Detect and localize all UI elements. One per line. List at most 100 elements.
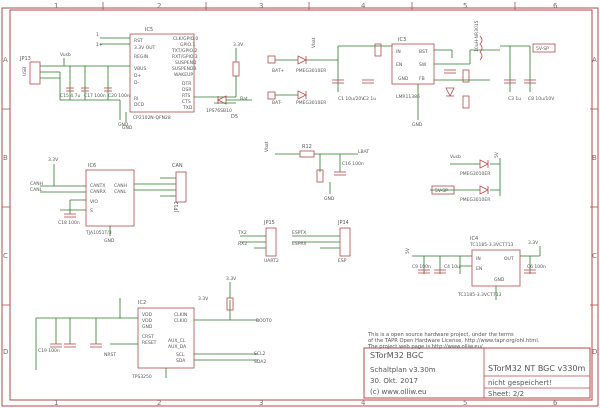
ic5-pin-cts: CTS [182, 99, 191, 105]
ic3-block: IC3 LMR11386 IN EN BST SW FB GND 10uH-NR… [391, 20, 556, 128]
ic5-pin-dcd: DCD [134, 102, 145, 108]
c1-label: C1 10u/20V [338, 96, 365, 102]
v5-net-label: 5V [494, 151, 500, 158]
grid-col-6: 6 [553, 2, 558, 10]
ic5-pin-rst: RST [134, 38, 143, 44]
r8-resistor [374, 43, 382, 57]
gnd-ic6: GND [104, 238, 115, 244]
grid-col-4: 4 [361, 2, 366, 10]
d5-value: 1PS76SB10 [206, 108, 232, 114]
ic5-pin-dtr: DTR [182, 81, 191, 87]
jp15-connector [265, 227, 277, 257]
grid-col-2: 2 [157, 2, 161, 10]
grid-col-2-bottom: 2 [157, 399, 161, 407]
ic2-pin-clkin: CLKIN [174, 312, 187, 318]
bat-minus-pad [267, 91, 276, 100]
ic4-pin-gnd: GND [494, 277, 505, 283]
ic2-pin-scl: SCL [176, 352, 185, 358]
grid-col-6-bottom: 6 [553, 399, 558, 407]
ic2-pin-auxcl: AUX_CL [168, 338, 186, 344]
battery-section: BAT+ BAT- PMEG3010ER PMEG3010ER Vbat C1 … [267, 37, 392, 106]
r12-resistor [299, 150, 315, 158]
ic3-pin-in: IN [396, 49, 401, 55]
ic5-pin-rts: RTS [182, 93, 191, 99]
d4-value: PMEG3010ER [460, 197, 490, 203]
ic3-ref: IC3 [398, 37, 406, 43]
grid-row-c: C [3, 252, 8, 260]
v33-net-label-ic2b: 3.3V [198, 296, 209, 302]
ic4-block: 5V IC4 TC1185-3.3VCT713 TC1185-3.3VCT713… [405, 236, 546, 300]
c17-label: C17 100n [84, 93, 106, 99]
ic3-pin-bst: BST [419, 49, 428, 55]
ic4-value-top: TC1185-3.3VCT713 [469, 242, 514, 248]
esp-net-label: 5V-SP [536, 46, 549, 52]
ic5-ref: IC5 [145, 27, 153, 33]
inner-frame [9, 9, 593, 401]
c8-label: C8 10u/10V [528, 96, 555, 102]
ic2-pin-sda: SDA [176, 358, 186, 364]
c14-label: C18 100n [58, 220, 80, 226]
title-block: This is a open source hardware project, … [363, 332, 591, 399]
license-line-1: This is a open source hardware project, … [367, 332, 514, 338]
c2-label: C2 1u [363, 96, 376, 102]
jp14-label: JP14 [337, 220, 349, 226]
ic4-pin-in: IN [476, 256, 481, 262]
ic6-pin-cantx: CANTX [90, 183, 105, 189]
ic5-pin-ri: RI [134, 96, 138, 102]
ic5-block: IC5 CP2102N-QFN28 RST 3.3V OUT REGIN VBU… [96, 27, 237, 131]
ic5-body [129, 33, 195, 113]
ic4-pin-en: EN [476, 266, 482, 272]
d1-value: PMEG3010ER [296, 68, 326, 74]
jp14-connector [339, 227, 351, 257]
reset-net-label: NRST [104, 352, 116, 358]
scl-net-label: SCL2 [254, 351, 266, 357]
uart-net-label: TX2 [237, 230, 247, 236]
bat-plus-pad [267, 55, 276, 64]
ic2-pin-reset: RESET [142, 340, 157, 346]
esp-net-label-2: 5V-SP [435, 188, 448, 194]
lbat-net-label: LBAT [358, 149, 369, 155]
usb-connector [29, 61, 41, 85]
ic5-pin-gpio1: GPIO.1 [180, 42, 195, 48]
c13-label: C16 100n [342, 161, 364, 167]
grid-col-3-bottom: 3 [259, 399, 263, 407]
title-save-state: nicht gespeichert! [488, 379, 552, 387]
esp-flag-2 [431, 185, 455, 195]
ic5-pin-gpio3: RXT/GPIO.3 [172, 54, 198, 60]
vusb-net-label-2: Vusb [450, 154, 461, 160]
sda-net-label: SDA2 [254, 359, 266, 365]
ic3-pin-fb: FB [419, 76, 425, 82]
c7-label: C6 100n [527, 264, 546, 270]
esp-tx-net: ESPTX [292, 230, 306, 236]
ic5-pin-gpio0: CLK/GPIO.0 [173, 36, 198, 42]
grid-col-5: 5 [463, 2, 467, 10]
title-copyright: (c) www.olliw.eu [370, 388, 426, 396]
uart-esp-block: JP15 UART2 TX2 RX2 JP14 ESP ESPTX ESPRX [237, 220, 351, 264]
ic5-pin-dminus: D- [134, 80, 139, 86]
ic6-value: TJA1051T/3 [85, 230, 112, 236]
ic5-input-marker-2: 1+ [96, 42, 103, 48]
ic2-pin-vdd: VDD [142, 312, 153, 318]
ic5-pin-regin: REGIN [134, 54, 148, 60]
ic2-pin-gnd: GND [142, 324, 153, 330]
grid-col-5-bottom: 5 [463, 399, 467, 407]
grid-col-1-bottom: 1 [54, 399, 58, 407]
ic6-pin-s: S [90, 208, 93, 214]
ic3-pin-gnd: GND [398, 76, 409, 82]
title-sheet-name: STorM32 NT BGC v330m [488, 364, 586, 373]
ic5-input-marker: 1 [96, 32, 99, 38]
ic5-pin-wakeup: WAKEUP [174, 72, 193, 78]
ic5-pin-dsr: DSR [182, 87, 191, 93]
jp12-title: CAN [172, 163, 183, 169]
bat-net-label: Bat [240, 96, 248, 102]
grid-row-a-right: A [592, 56, 597, 64]
jp14-title: ESP [338, 258, 347, 264]
v33-net-label-ic6: 3.3V [48, 157, 59, 163]
ic6-pin-canrx: CANRX [90, 189, 106, 195]
grid-col-1: 1 [54, 2, 58, 10]
v5-net-label-ic4: 5V [405, 247, 411, 254]
boot0-net-label: BOOT0 [256, 318, 272, 324]
grid-col-3: 3 [259, 2, 263, 10]
sheet-frame [1, 7, 599, 407]
